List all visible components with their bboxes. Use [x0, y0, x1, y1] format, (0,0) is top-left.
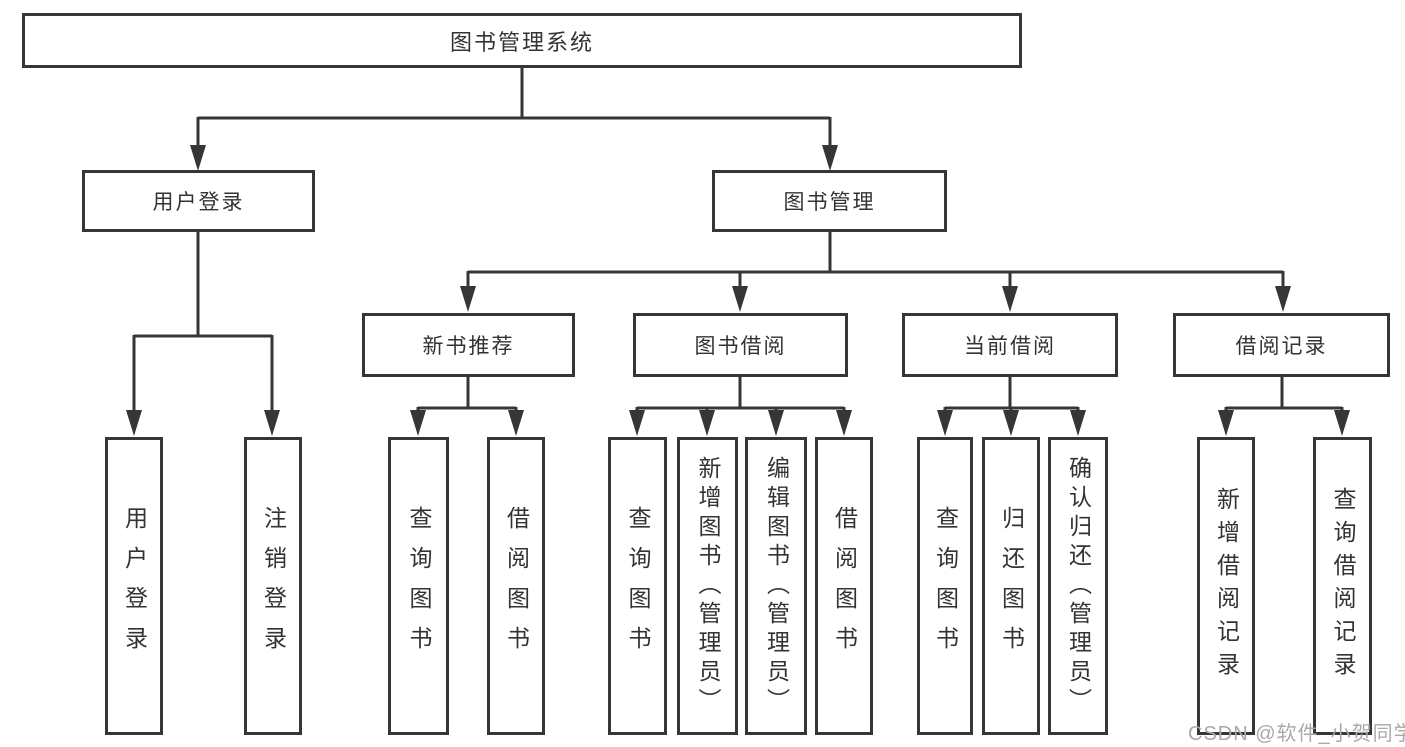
node-leaf-edit-book-admin: 编辑图书（管理员）: [745, 437, 807, 735]
node-leaf-borrow-books: 借阅图书: [487, 437, 545, 735]
node-leaf-logout: 注销登录: [244, 437, 302, 735]
node-leaf-confirm-return-admin: 确认归还（管理员）: [1048, 437, 1108, 735]
node-leaf-return-book: 归还图书: [982, 437, 1040, 735]
node-user-login: 用户登录: [82, 170, 315, 232]
node-book-borrowing: 图书借阅: [633, 313, 848, 377]
node-leaf-borrow-books: 借阅图书: [815, 437, 873, 735]
node-leaf-query-books: 查询图书: [388, 437, 449, 735]
node-leaf-add-borrow-record: 新增借阅记录: [1197, 437, 1255, 735]
node-borrowing-records: 借阅记录: [1173, 313, 1390, 377]
node-current-borrowing: 当前借阅: [902, 313, 1118, 377]
node-leaf-query-borrow-record: 查询借阅记录: [1313, 437, 1372, 735]
node-leaf-add-book-admin: 新增图书（管理员）: [677, 437, 738, 735]
node-leaf-user-login: 用户登录: [105, 437, 163, 735]
node-leaf-query-books: 查询图书: [917, 437, 973, 735]
node-new-book-recommendation: 新书推荐: [362, 313, 575, 377]
node-library-management-system: 图书管理系统: [22, 13, 1022, 68]
node-leaf-query-books: 查询图书: [608, 437, 667, 735]
node-book-management: 图书管理: [712, 170, 947, 232]
csdn-watermark: CSDN @软件_小贺同学: [1188, 723, 1405, 745]
